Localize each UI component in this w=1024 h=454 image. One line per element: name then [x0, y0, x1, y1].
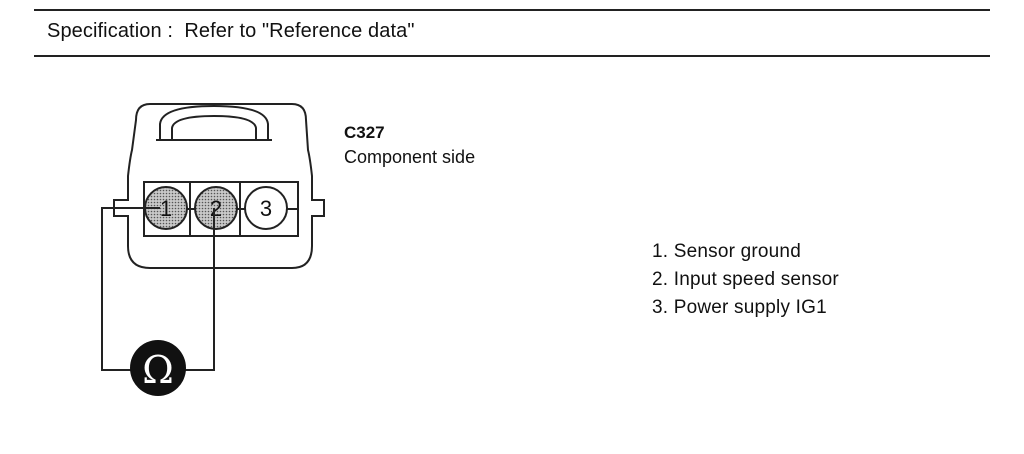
connector-side-label: Component side [344, 147, 476, 167]
pin-legend: 1. Sensor ground 2. Input speed sensor 3… [652, 238, 839, 322]
pin-legend-item: 3. Power supply IG1 [652, 294, 839, 322]
pin-1-label: 1. Sensor ground [652, 241, 801, 262]
probe-wire-pin-1 [101, 207, 160, 371]
top-rule [34, 9, 990, 11]
probe-wires [101, 207, 215, 371]
pin-3-number: 3 [260, 196, 272, 221]
specification-separator: : [167, 20, 174, 42]
pin-3: 3 [244, 186, 288, 230]
probe-wire-pin-2 [182, 208, 215, 371]
connector-id: C327 [344, 123, 385, 142]
specification-line: Specification : Refer to "Reference data… [47, 20, 415, 43]
pin-2-number: 2 [210, 196, 222, 221]
bottom-rule [34, 55, 990, 57]
specification-label: Specification [47, 20, 162, 42]
pin-1: 1 [144, 186, 188, 230]
ohmmeter-icon: Ω [130, 340, 186, 396]
connector-housing [113, 103, 325, 269]
pin-2-label: 2. Input speed sensor [652, 269, 839, 290]
pin-1-number: 1 [160, 196, 172, 221]
pin-2: 2 [194, 186, 238, 230]
pin-legend-item: 2. Input speed sensor [652, 266, 839, 294]
pin-3-label: 3. Power supply IG1 [652, 297, 827, 318]
pin-legend-item: 1. Sensor ground [652, 238, 839, 266]
specification-text: Refer to "Reference data" [184, 20, 415, 42]
ohm-symbol: Ω [142, 348, 174, 392]
